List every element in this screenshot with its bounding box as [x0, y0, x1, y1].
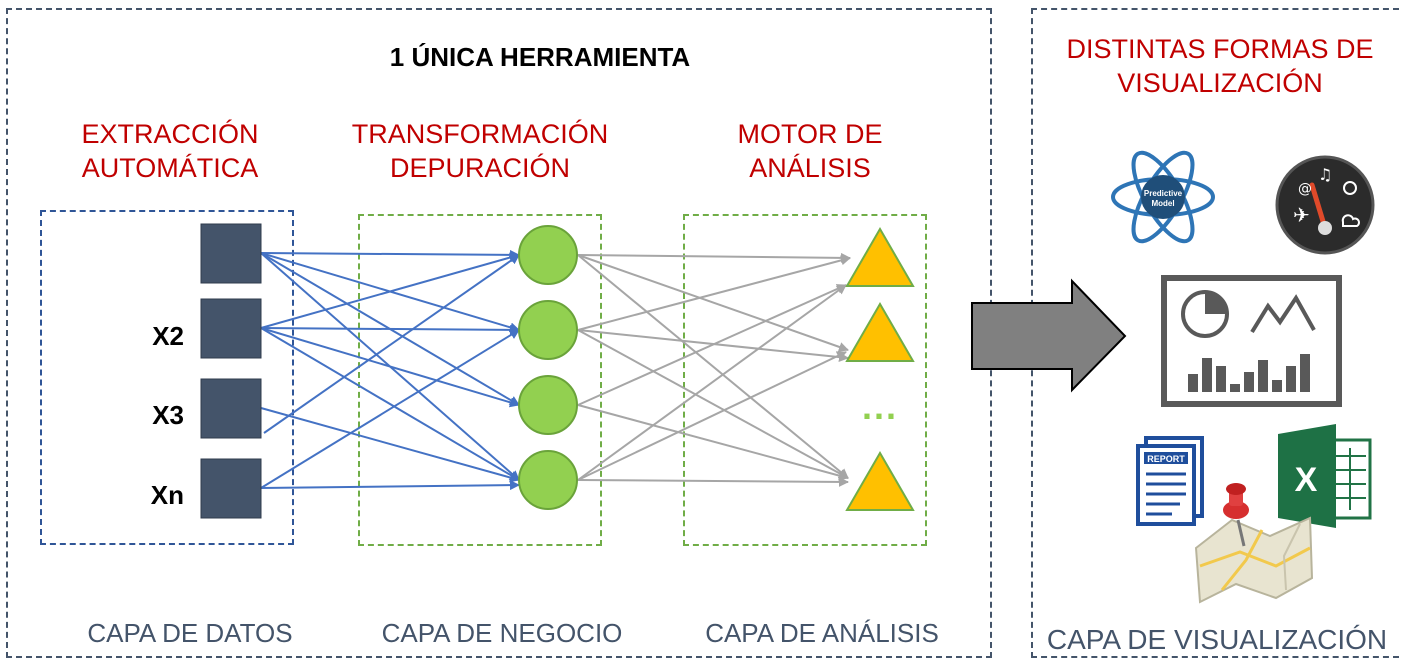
chart-board-icon — [1161, 275, 1342, 407]
header-extraccion-line1: EXTRACCIÓN — [81, 119, 259, 149]
input-connections — [260, 249, 520, 491]
header-motor-line1: MOTOR DE — [737, 119, 883, 149]
header-motor-line2: ANÁLISIS — [749, 153, 871, 183]
svg-text:Model: Model — [1151, 199, 1174, 208]
svg-text:♫: ♫ — [1318, 165, 1332, 184]
map-pin-icon — [1194, 483, 1314, 604]
business-layer-box — [358, 214, 602, 546]
svg-text:REPORT: REPORT — [1147, 454, 1185, 464]
more-nodes-ellipsis: ... — [862, 386, 899, 427]
header-transformacion-line2: DEPURACIÓN — [389, 153, 571, 183]
analysis-nodes — [845, 227, 915, 511]
analysis-layer-box — [683, 214, 927, 546]
svg-text:Predictive: Predictive — [1144, 189, 1183, 198]
predictive-model-icon: Predictive Model — [1111, 150, 1215, 244]
header-transformacion-line1: TRANSFORMACIÓN — [351, 119, 609, 149]
business-node-1 — [518, 225, 578, 285]
report-document-icon: REPORT — [1136, 436, 1204, 526]
header-extraccion-line2: AUTOMÁTICA — [81, 153, 259, 183]
footer-capa-analisis: CAPA DE ANÁLISIS — [705, 618, 939, 648]
input-node-x3 — [200, 378, 262, 439]
header-visualizacion-line1: DISTINTAS FORMAS DE — [1066, 34, 1374, 64]
business-nodes — [518, 225, 578, 510]
header-visualizacion: DISTINTAS FORMAS DE VISUALIZACIÓN — [1040, 32, 1400, 100]
dashboard-gauge-icon: @ ♫ ✈ — [1275, 155, 1375, 255]
header-visualizacion-line2: VISUALIZACIÓN — [1117, 68, 1323, 98]
input-node-xn — [200, 458, 262, 519]
footer-capa-datos: CAPA DE DATOS — [87, 618, 293, 648]
input-label-xn: Xn — [150, 480, 184, 510]
analysis-node-3 — [845, 451, 915, 511]
excel-icon: X — [1278, 424, 1372, 528]
header-transformacion: TRANSFORMACIÓN DEPURACIÓN — [330, 117, 630, 185]
business-node-2 — [518, 300, 578, 360]
input-label-x2: X2 — [152, 321, 184, 351]
analysis-node-2 — [845, 302, 915, 362]
business-node-4 — [518, 450, 578, 510]
input-label-x3: X3 — [152, 400, 184, 430]
flow-arrow — [971, 278, 1127, 393]
svg-text:✈: ✈ — [1293, 203, 1310, 227]
business-node-3 — [518, 375, 578, 435]
input-node-x2 — [200, 298, 262, 359]
input-node-1 — [200, 223, 262, 284]
svg-text:X: X — [1295, 461, 1318, 499]
svg-text:@: @ — [1298, 181, 1312, 197]
main-title: 1 ÚNICA HERRAMIENTA — [389, 42, 691, 72]
header-extraccion: EXTRACCIÓN AUTOMÁTICA — [40, 117, 300, 185]
input-nodes — [200, 223, 262, 519]
footer-capa-negocio: CAPA DE NEGOCIO — [381, 618, 623, 648]
data-layer-box — [40, 210, 294, 545]
header-motor: MOTOR DE ANÁLISIS — [690, 117, 930, 185]
analysis-connections — [577, 252, 851, 487]
footer-capa-visualizacion: CAPA DE VISUALIZACIÓN — [1046, 624, 1388, 655]
analysis-node-1 — [845, 227, 915, 287]
